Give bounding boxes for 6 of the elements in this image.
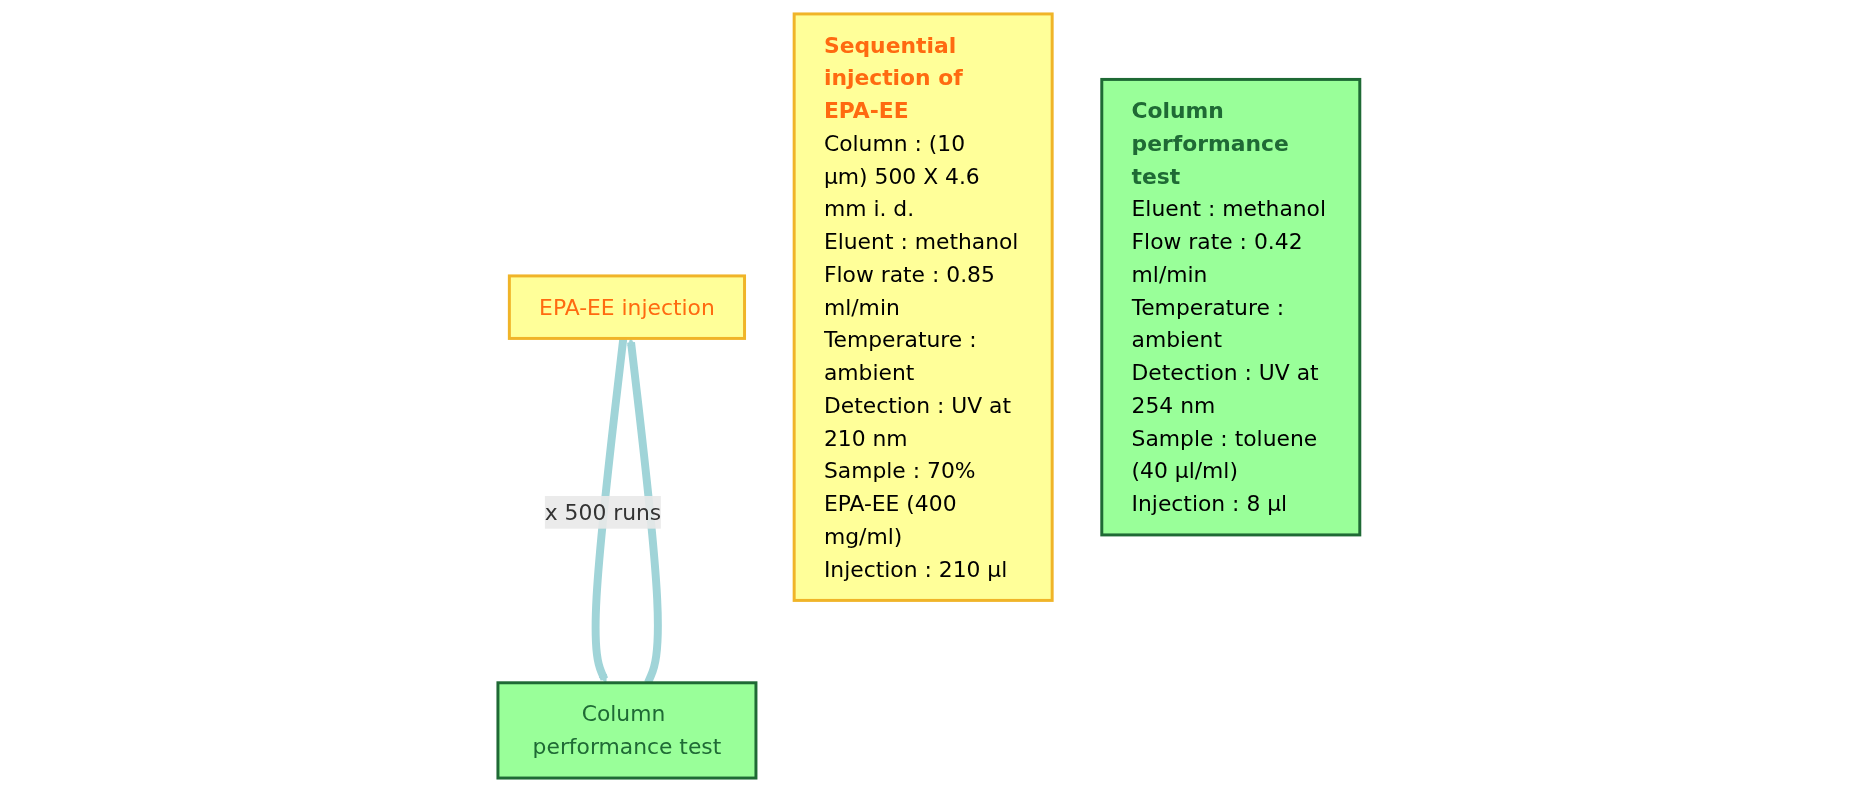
edge-label: x 500 runs (544, 499, 662, 525)
arrow (591, 337, 628, 683)
node-box: EPA-EE injection (508, 273, 747, 340)
node-box: Sequential injection of EPA-EE Column : (10 µm) 500 X 4.6 mm i. d. Eluent : methanol Flow rate : 0.85 ml/min Temperature : ambient Detection : UV at 210 nm Sample : 70% EPA-EE (400 mg/ml) Injection : 210 µl (792, 11, 1054, 602)
node-box: Column performance test (496, 680, 758, 780)
node-box: Column performance test Eluent : methanol Flow rate : 0.42 ml/min Temperature : ambient Detection : UV at 254 nm Sample : toluene (40 µl/ml) Injection : 8 µl (1100, 77, 1362, 536)
